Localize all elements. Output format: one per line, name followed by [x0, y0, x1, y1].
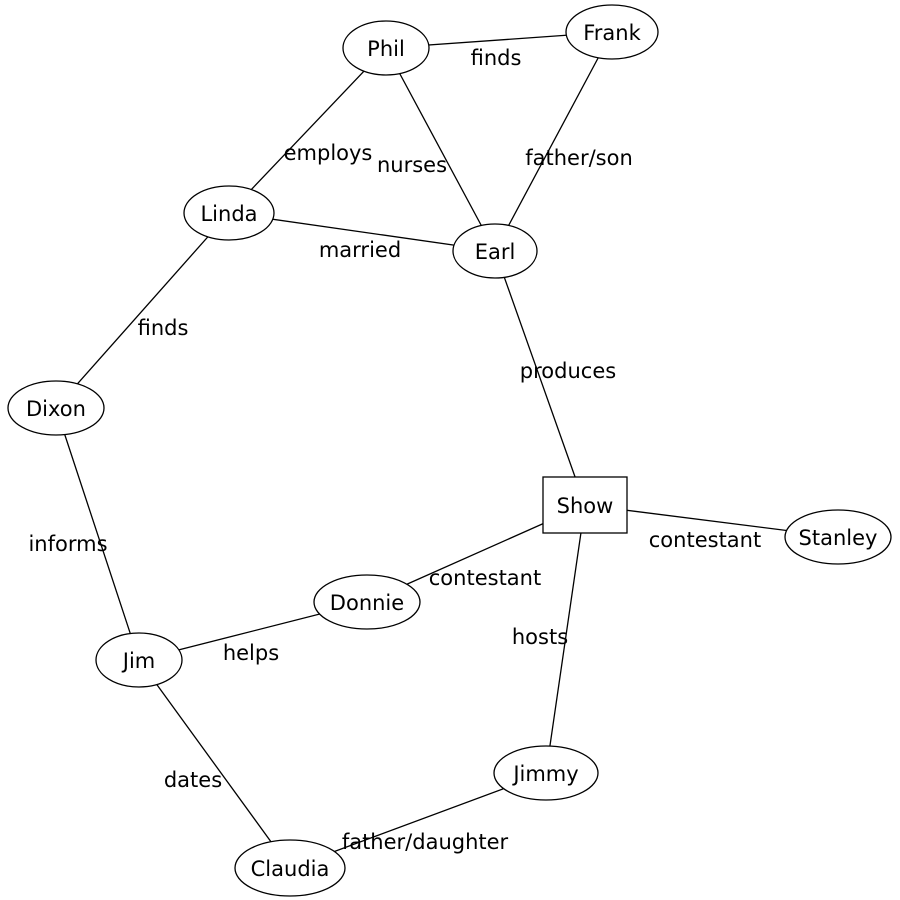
edge-label-dixon-jim: informs	[28, 532, 107, 556]
edge-label-jim-claudia: dates	[164, 768, 222, 792]
node-dixon-label: Dixon	[26, 397, 86, 421]
node-phil-label: Phil	[367, 37, 405, 61]
edge-earl-show	[494, 250, 586, 506]
node-earl[interactable]: Earl	[452, 223, 538, 279]
edge-label-phil-earl: nurses	[377, 153, 447, 177]
node-show[interactable]: Show	[542, 476, 628, 534]
edge-show-jimmy	[545, 504, 586, 774]
node-frank[interactable]: Frank	[565, 4, 659, 60]
edge-phil-earl	[385, 47, 496, 252]
node-show-box	[542, 476, 628, 534]
node-dixon-ellipse	[7, 380, 105, 436]
edge-dixon-jim	[55, 407, 140, 661]
node-claudia-ellipse	[234, 839, 346, 897]
edge-label-show-jimmy: hosts	[512, 625, 568, 649]
edge-label-show-donnie: contestant	[429, 566, 541, 590]
edge-label-frank-earl: father/son	[525, 146, 633, 170]
edge-label-jim-donnie: helps	[223, 641, 279, 665]
node-donnie-ellipse	[313, 574, 421, 630]
edge-label-linda-earl: married	[319, 238, 401, 262]
node-stanley[interactable]: Stanley	[784, 509, 892, 565]
edge-label-phil-frank: finds	[471, 46, 522, 70]
node-stanley-label: Stanley	[799, 526, 878, 550]
nodes-layer: Phil FrankLindaEarlDixonShowStanleyDonnie…	[7, 4, 892, 897]
node-linda-label: Linda	[200, 202, 257, 226]
edge-frank-earl	[494, 31, 613, 252]
node-jimmy[interactable]: Jimmy	[493, 745, 599, 801]
node-jim[interactable]: Jim	[95, 632, 183, 688]
node-earl-ellipse	[452, 223, 538, 279]
edge-label-show-stanley: contestant	[649, 528, 761, 552]
node-earl-label: Earl	[475, 240, 516, 264]
node-donnie-label: Donnie	[330, 591, 404, 615]
node-linda-ellipse	[183, 185, 275, 241]
node-jim-ellipse	[95, 632, 183, 688]
node-show-label: Show	[557, 494, 614, 518]
edge-jim-claudia	[138, 659, 291, 869]
node-frank-label: Frank	[583, 21, 641, 45]
edge-linda-dixon	[55, 212, 230, 409]
node-phil-ellipse	[342, 20, 430, 76]
edge-label-linda-dixon: finds	[138, 316, 189, 340]
node-linda[interactable]: Linda	[183, 185, 275, 241]
node-jimmy-ellipse	[493, 745, 599, 801]
node-frank-ellipse	[565, 4, 659, 60]
edge-label-phil-linda: employs	[284, 141, 373, 165]
node-jim-label: Jim	[121, 649, 155, 673]
edge-label-earl-show: produces	[520, 359, 616, 383]
node-dixon[interactable]: Dixon	[7, 380, 105, 436]
node-claudia[interactable]: Claudia	[234, 839, 346, 897]
node-claudia-label: Claudia	[251, 857, 330, 881]
node-jimmy-label: Jimmy	[511, 762, 578, 786]
node-stanley-ellipse	[784, 509, 892, 565]
node-donnie[interactable]: Donnie	[313, 574, 421, 630]
edge-phil-linda	[228, 47, 387, 214]
edge-label-claudia-jimmy: father/daughter	[342, 830, 509, 854]
node-phil[interactable]: Phil	[342, 20, 430, 76]
